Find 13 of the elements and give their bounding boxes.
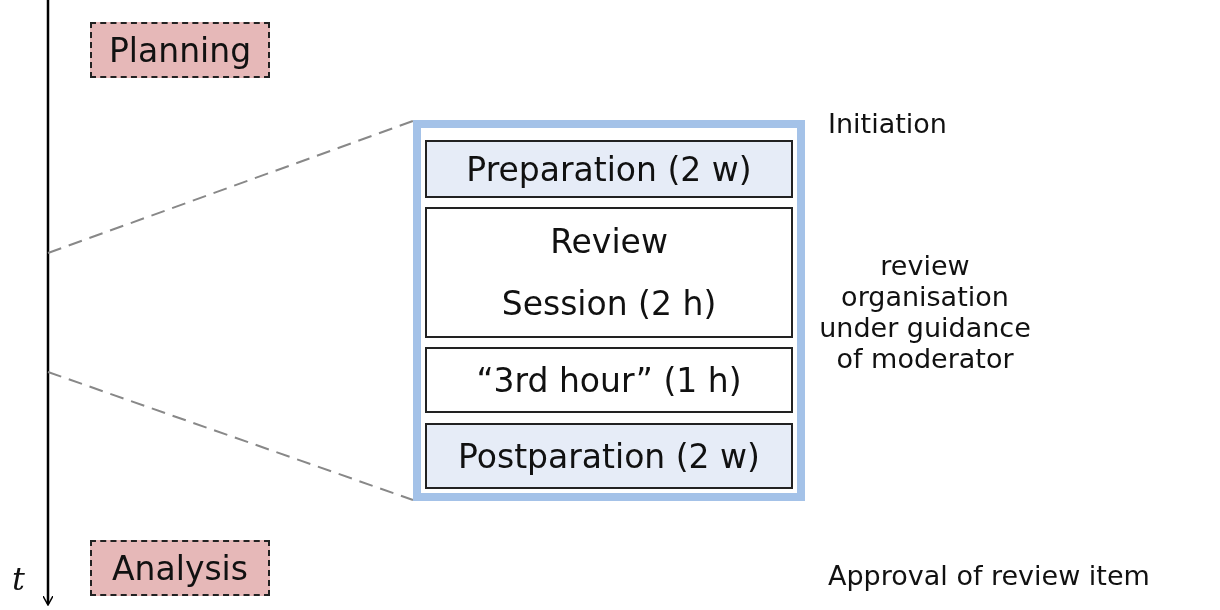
phase-note: Initiation (828, 108, 948, 139)
step-box: Postparation (2 w) (425, 423, 793, 489)
phase-box: Planning (90, 22, 270, 78)
axis-label: t (12, 560, 25, 598)
phase-note: Approval of review item (828, 560, 1151, 591)
zoom-line (47, 371, 414, 501)
step-box: “3rd hour” (1 h) (425, 347, 793, 413)
zoom-line (47, 120, 414, 254)
review-process-panel (413, 120, 805, 501)
step-box: Preparation (2 w) (425, 140, 793, 198)
phase-box: Analysis (90, 540, 270, 596)
role-note: review organisation under guidance of moderator (818, 250, 1032, 374)
step-box: Review Session (2 h) (425, 207, 793, 338)
